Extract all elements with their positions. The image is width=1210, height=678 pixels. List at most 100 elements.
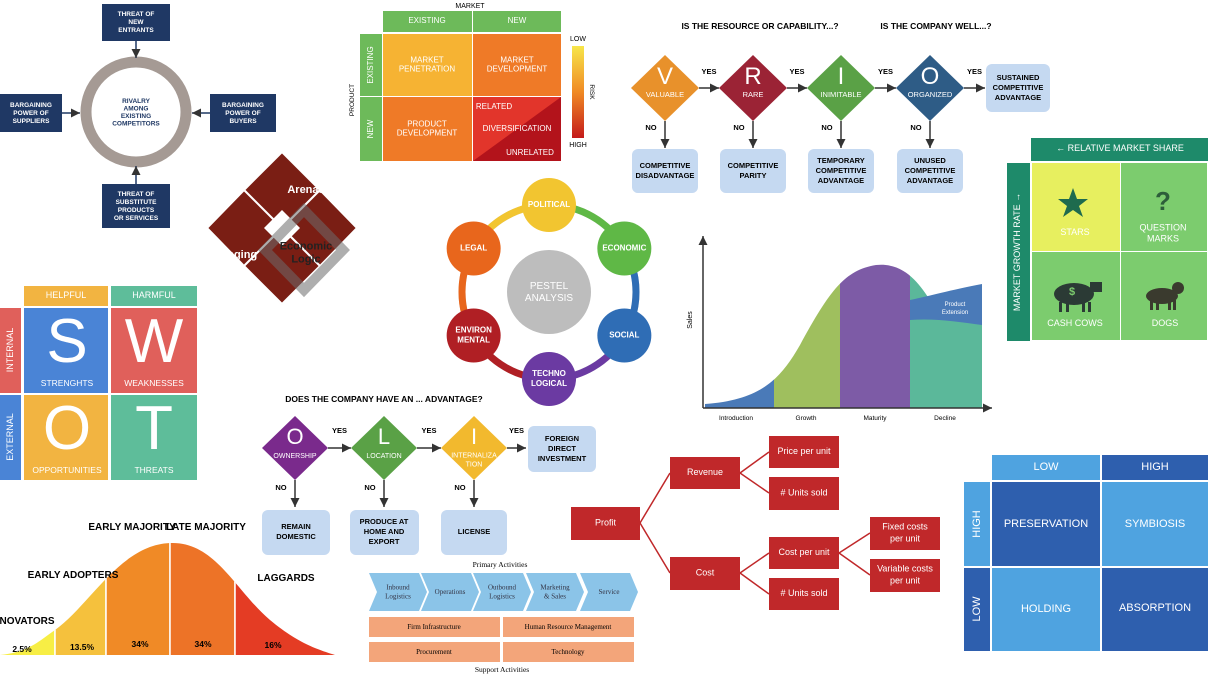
- label-line: EXISTING: [366, 46, 375, 83]
- label-line: LOW: [570, 36, 586, 43]
- external-header: [0, 395, 21, 480]
- label-line: MARKET: [455, 3, 485, 10]
- label-line: EARLY MAJORITY: [88, 522, 176, 533]
- low-header: [992, 455, 1100, 480]
- label-line: PRODUCT: [407, 120, 447, 129]
- new-entrants-box: [102, 4, 170, 41]
- procurement-label: Procurement: [416, 648, 452, 656]
- early-majority-label: EARLY MAJORITY: [88, 522, 176, 533]
- pestel-node: [446, 221, 501, 276]
- revenue-label: Revenue: [687, 467, 723, 477]
- existing-row-header: [360, 34, 382, 96]
- staging-label: Staging: [217, 249, 257, 261]
- label-line: EARLY ADOPTERS: [28, 570, 119, 581]
- label-line: I: [471, 424, 477, 449]
- plc-stage-band: [705, 264, 774, 408]
- label-line: Arenas: [287, 184, 324, 196]
- profit-tree-link: [639, 522, 671, 574]
- preservation-label: PRESERVATION: [1004, 518, 1088, 530]
- vrio-node-label: ORGANIZED: [908, 90, 953, 99]
- diamond-shadow: [258, 202, 350, 298]
- market-growth-rate-label: MARKET GROWTH RATE →: [1012, 193, 1022, 311]
- primary-activity-chevron: [473, 573, 531, 611]
- vrio-letter: V: [657, 63, 673, 90]
- label-line: INTERNALIZA: [451, 452, 497, 459]
- differentiations-label: Differentiations: [269, 303, 346, 315]
- label-line: LOCATION: [366, 453, 401, 460]
- vrio-yes-label: YES: [967, 67, 982, 76]
- label-line: ?: [1155, 186, 1171, 216]
- label-line: STRENGHTS: [41, 378, 94, 388]
- label-line: S: [46, 307, 87, 376]
- label-line: L: [378, 424, 390, 449]
- label-line: Outbound: [488, 583, 517, 591]
- label-line: DOGS: [1152, 318, 1179, 328]
- related-label: RELATED: [476, 102, 513, 111]
- label-line: WEAKNESSES: [124, 378, 184, 388]
- risk-label: RISK: [588, 84, 595, 100]
- label-line: # Units sold: [780, 588, 827, 598]
- vehicles-label: Vehicles: [356, 247, 400, 259]
- internal-label: INTERNAL: [5, 328, 15, 373]
- pestel-node: [597, 221, 652, 276]
- absorption-cell: [1102, 568, 1208, 651]
- label-line: OWNERSHIP: [273, 453, 317, 460]
- label-line: MARKET: [410, 56, 443, 65]
- label-line: Service: [599, 588, 620, 596]
- label-line: TECHNO: [532, 369, 566, 378]
- label-line: POLITICAL: [528, 200, 570, 209]
- label-line: MARKS: [1147, 234, 1179, 244]
- label-line: Staging: [217, 249, 257, 261]
- profit-tree-link: [838, 532, 871, 554]
- label-line: INVESTMENT: [538, 454, 587, 463]
- fixed-costs-box: [870, 517, 940, 550]
- product-extension-area: [910, 284, 982, 325]
- label-line: UNRELATED: [506, 148, 554, 157]
- profit-tree-link: [739, 552, 770, 574]
- label-line: DIRECT: [548, 444, 576, 453]
- high-header: [1102, 455, 1208, 480]
- label-line: UNUSED: [914, 156, 946, 165]
- procurement-box: [369, 642, 500, 662]
- label-line: per unit: [890, 576, 921, 586]
- label-line: YES: [332, 426, 347, 435]
- adopter-percent: 2.5%: [12, 644, 32, 654]
- profit-label: Profit: [595, 518, 617, 528]
- substitutes-box: [102, 184, 170, 228]
- label-line: NO: [364, 483, 375, 492]
- label-line: 34%: [194, 639, 211, 649]
- label-line: EXPORT: [369, 537, 400, 546]
- primary-activity-label: Service: [599, 588, 620, 596]
- pestel-node: [522, 178, 576, 232]
- label-line: W: [125, 307, 184, 376]
- label-line: I: [838, 63, 845, 90]
- label-line: DOMESTIC: [276, 532, 316, 541]
- cow-leg: [1088, 302, 1091, 312]
- label-line: LOW: [971, 596, 983, 622]
- cow-leg: [1082, 302, 1085, 312]
- label-line: NEW: [508, 16, 527, 25]
- vrio-question-2: IS THE COMPANY WELL...?: [880, 21, 991, 31]
- existing-row-label: EXISTING: [366, 46, 375, 83]
- adopter-percent: 16%: [264, 640, 281, 650]
- swot-cell-label: STRENGHTS: [41, 378, 94, 388]
- question-marks-cell: [1121, 163, 1207, 251]
- vrio-diamond: [896, 55, 964, 121]
- label-line: ANALYSIS: [525, 293, 573, 304]
- label-line: OPPORTUNITIES: [32, 465, 102, 475]
- label-line: Support Activities: [475, 665, 529, 674]
- label-line: PRODUCE AT: [360, 517, 409, 526]
- vrio-outcome-box: [632, 149, 698, 193]
- swot-cell: [111, 395, 197, 480]
